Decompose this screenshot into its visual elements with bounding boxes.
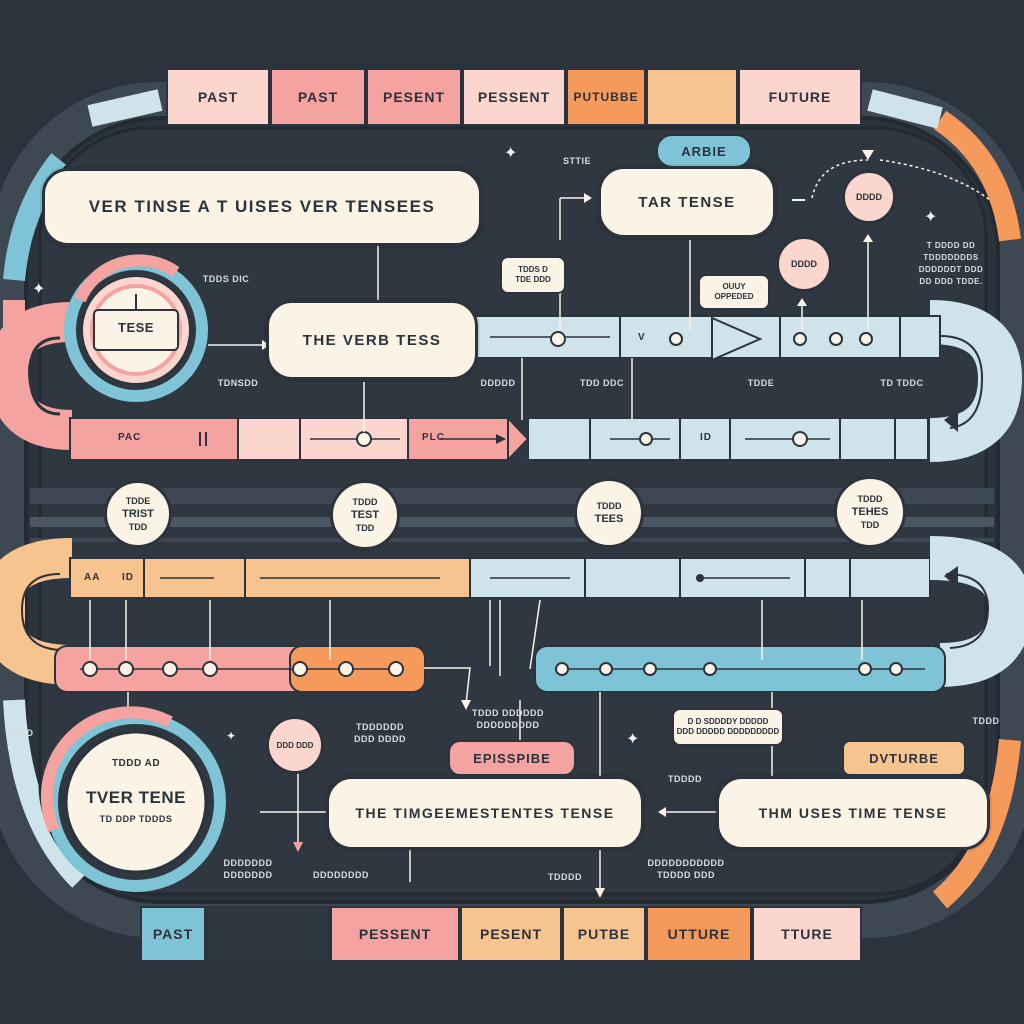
timeline-node-4-line-2: TEHES bbox=[851, 505, 889, 518]
sparkle-icon: ✦ bbox=[504, 145, 518, 162]
top-tab-5[interactable]: PUTUBBE bbox=[566, 68, 646, 126]
timeline-node-1-line-2: TRIST bbox=[122, 507, 154, 520]
note-bottom-mid-b: TDDDDDD bbox=[356, 722, 404, 732]
strip-upper-right bbox=[469, 315, 941, 362]
note-row-2: TDD DDC bbox=[580, 378, 624, 388]
top-tab-6[interactable]: FUTURE bbox=[738, 68, 862, 126]
bottom-tab-4[interactable]: PUTBE bbox=[562, 906, 646, 962]
bubble-bottom-note-1: D D SDDDDY DDDDD bbox=[687, 717, 769, 726]
right-note-4: DD DDD TDDE. bbox=[919, 277, 983, 286]
timeline-node-3-line-2: TEES bbox=[594, 513, 624, 525]
bottom-right-pill[interactable]: THM USES TIME TENSE bbox=[716, 776, 990, 850]
note-bottom-left-b: DDDDDDD bbox=[223, 870, 273, 880]
timeline-node-1-line-1: TDDE bbox=[125, 495, 151, 506]
note-right-b: TDDD bbox=[972, 716, 1000, 726]
sparkle-icon: ✦ bbox=[924, 209, 938, 226]
strip-label-plc: PLC bbox=[422, 432, 445, 443]
note-tds-dic: TDDS DIC bbox=[202, 274, 250, 284]
note-row-1: DDDDD bbox=[480, 378, 516, 388]
note-left-mid: TDDD bbox=[6, 728, 34, 738]
bottom-left-tense-circle bbox=[41, 706, 226, 892]
upper-track bbox=[0, 300, 1023, 462]
timeline-node-2-line-3: TDD bbox=[355, 522, 375, 533]
note-bottom-right-b1: DDDDDDDDDDD bbox=[647, 858, 725, 868]
top-tab-2[interactable]: PAST bbox=[270, 68, 366, 126]
strip-label-id-2: ID bbox=[700, 432, 712, 443]
strip-label-id: ID bbox=[122, 572, 134, 583]
timeline-node-4[interactable]: TDDD TEHES TDD bbox=[834, 476, 906, 548]
note-bottom-left-a: DDDDDDD bbox=[223, 858, 273, 868]
bubble-onuy: OUUY OPPEDED bbox=[698, 274, 770, 310]
bottom-tab-6[interactable]: TTURE bbox=[752, 906, 862, 962]
bottom-center-pill[interactable]: THE TIMGEEMESTENTES TENSE bbox=[326, 776, 644, 850]
note-bottom-center: TDDDD bbox=[548, 872, 582, 882]
right-note-1: T DDDD DD bbox=[926, 241, 976, 250]
top-tab-4[interactable]: PESSENT bbox=[462, 68, 566, 126]
top-tab-3[interactable]: PESENT bbox=[366, 68, 462, 126]
note-bottom-right-a: TDDDD bbox=[668, 774, 702, 784]
timeline-node-1[interactable]: TDDE TRIST TDD bbox=[104, 480, 172, 548]
main-title-pill[interactable]: VER TINSE A T UISES VER TENSEES bbox=[42, 168, 482, 246]
note-bottom-right-b2: TDDDD DDD bbox=[657, 870, 715, 880]
note-top-center: STTIE bbox=[562, 156, 591, 166]
timeline-node-2-line-2: TEST bbox=[350, 508, 380, 521]
strip-label-v: V bbox=[638, 332, 646, 343]
bottom-left-circle-bottom: TD DDP TDDDS bbox=[99, 814, 173, 824]
sparkle-icon: ✦ bbox=[626, 731, 640, 748]
middle-rails bbox=[30, 488, 994, 542]
bottom-tab-5[interactable]: UTTURE bbox=[646, 906, 752, 962]
timeline-node-2-line-1: TDDD bbox=[352, 496, 378, 507]
bubble-bottom-note-2: DDD DDDDD DDDDDDDDD bbox=[676, 727, 780, 736]
small-circle-bottom-left[interactable]: DDD DDD bbox=[266, 716, 324, 774]
verb-tenses-pill[interactable]: THE VERB TESS bbox=[266, 300, 478, 380]
top-tab-spacer bbox=[646, 68, 738, 126]
bottom-tab-3[interactable]: PESENT bbox=[460, 906, 562, 962]
strip-fourth bbox=[54, 645, 946, 693]
strip-second bbox=[69, 415, 929, 463]
note-tense-left: TDNSDD bbox=[217, 378, 259, 388]
episode-tag[interactable]: EPISSPIBE bbox=[448, 740, 576, 776]
bottom-tab-spacer bbox=[206, 906, 330, 962]
timeline-node-3-line-1: TDDD bbox=[596, 501, 622, 511]
small-circle-top-right[interactable]: DDDD bbox=[842, 170, 896, 224]
bubble-tens-b: TDDS D TDE DDD bbox=[500, 256, 566, 294]
bubble-tens-b-line-2: TDE DDD bbox=[515, 275, 551, 284]
strip-third bbox=[0, 536, 1024, 687]
bubble-tens-b-line-1: TDDS D bbox=[518, 265, 548, 274]
note-upper-mid: DDD DDDD bbox=[354, 734, 406, 744]
bottom-left-circle-main: TVER TENE bbox=[86, 788, 186, 807]
timeline-node-1-line-3: TDD bbox=[128, 521, 148, 532]
top-badge[interactable]: ARBIE bbox=[656, 134, 752, 168]
sparkle-icon: ✦ bbox=[32, 281, 46, 298]
left-tense-circle bbox=[64, 254, 208, 402]
sparkle-icon: ✦ bbox=[226, 729, 237, 743]
note-bottom-mid-c: DDDDDDDD bbox=[313, 870, 369, 880]
right-note-3: DDDDDDT DDD bbox=[918, 265, 984, 274]
timeline-node-3[interactable]: TDDD TEES bbox=[574, 478, 644, 548]
note-bottom-mid-a: TDDD DDDDDD bbox=[472, 708, 544, 718]
timeline-node-4-line-1: TDDD bbox=[857, 493, 883, 504]
bottom-tab-1[interactable]: PAST bbox=[140, 906, 206, 962]
tar-tense-pill[interactable]: TAR TENSE bbox=[598, 166, 776, 238]
note-upper-mid-b: DDDDDDDDD bbox=[476, 720, 540, 730]
bottom-left-circle-top: TDDD AD bbox=[111, 758, 161, 769]
note-row-4: TD TDDC bbox=[880, 378, 924, 388]
right-notes: T DDDD DD TDDDDDDDS DDDDDDT DDD DD DDD T… bbox=[906, 240, 996, 288]
note-row-3: TDDE bbox=[747, 378, 775, 388]
strip-label-pac: PAC bbox=[118, 432, 142, 443]
timeline-node-2[interactable]: TDDD TEST TDD bbox=[330, 480, 400, 550]
timeline-node-4-line-3: TDD bbox=[860, 519, 880, 530]
bubble-onuy-line-2: OPPEDED bbox=[714, 292, 754, 301]
dvturbe-tag[interactable]: DVTURBE bbox=[842, 740, 966, 776]
right-note-2: TDDDDDDDS bbox=[923, 253, 979, 262]
bubble-onuy-line-1: OUUY bbox=[722, 282, 746, 291]
top-tab-1[interactable]: PAST bbox=[166, 68, 270, 126]
small-circle-mid-right[interactable]: DDDD bbox=[776, 236, 832, 292]
bottom-tab-2[interactable]: PESSENT bbox=[330, 906, 460, 962]
left-circle-label: TESE bbox=[118, 320, 154, 335]
bubble-bottom-notes: D D SDDDDY DDDDD DDD DDDDD DDDDDDDDD bbox=[672, 708, 784, 746]
strip-label-aa: AA bbox=[84, 572, 101, 583]
